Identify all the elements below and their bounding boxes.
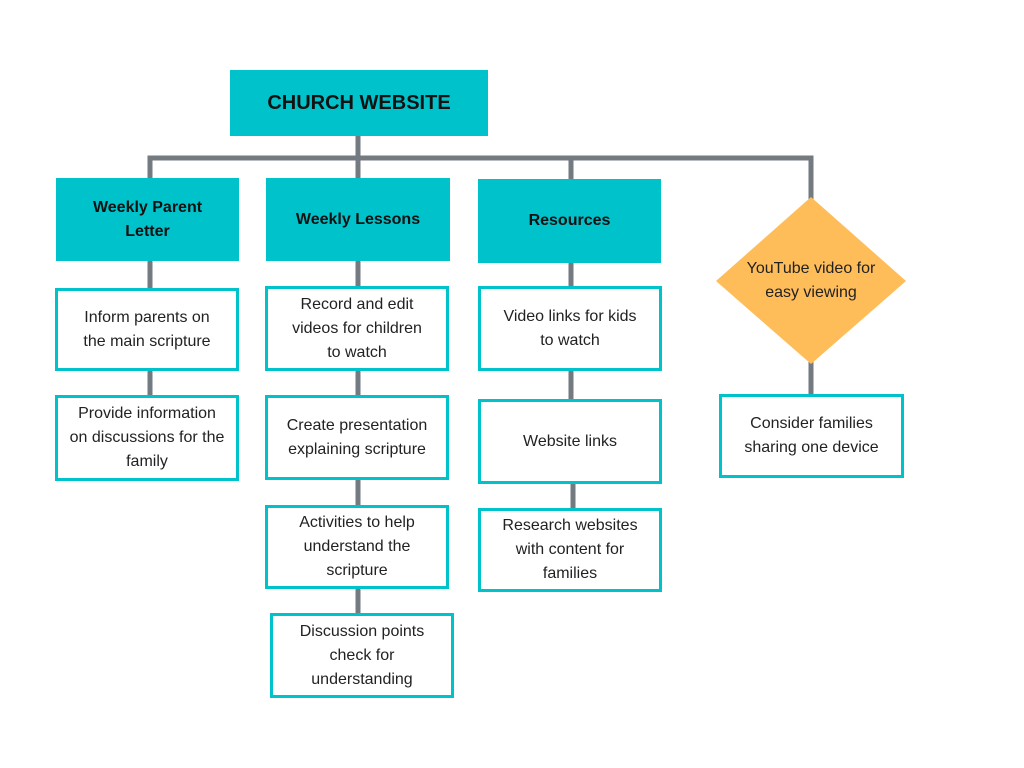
list-item: Activities to help understand the script… — [265, 505, 449, 589]
decision-text: YouTube video for easy viewing — [746, 260, 876, 301]
list-item-text: Record and edit videos for children to w… — [292, 295, 422, 361]
list-item-text: Website links — [523, 432, 617, 450]
list-item-text: Create presentation explaining scripture — [286, 416, 428, 458]
list-item-text: Provide information on discussions for t… — [69, 405, 225, 470]
list-item-text: Activities to help understand the script… — [299, 514, 415, 579]
root-label: CHURCH WEBSITE — [267, 92, 451, 114]
list-item: Video links for kids to watch — [478, 286, 662, 371]
column-header-weekly-lessons: Weekly Lessons — [266, 178, 450, 261]
list-item: Create presentation explaining scripture — [265, 395, 449, 480]
list-item: Record and edit videos for children to w… — [265, 286, 449, 371]
decision-label: YouTube video for easy viewing — [735, 250, 887, 312]
column-header-label: Weekly Parent Letter — [92, 198, 203, 240]
column-header-resources: Resources — [478, 179, 661, 263]
list-item: Provide information on discussions for t… — [55, 395, 239, 481]
list-item: Website links — [478, 399, 662, 484]
list-item-text: Consider families sharing one device — [744, 415, 879, 456]
root-node: CHURCH WEBSITE — [230, 70, 488, 136]
column-header-label: Resources — [528, 212, 611, 229]
list-item-text: Inform parents on the main scripture — [83, 308, 211, 350]
list-item: Research websites with content for famil… — [478, 508, 662, 592]
list-item: Consider families sharing one device — [719, 394, 904, 478]
column-header-parent-letter: Weekly Parent Letter — [56, 178, 239, 261]
list-item-text: Discussion points check for understandin… — [299, 622, 425, 688]
column-header-label: Weekly Lessons — [295, 210, 421, 228]
list-item: Discussion points check for understandin… — [270, 613, 454, 698]
decision-diamond — [716, 197, 906, 364]
list-item-text: Video links for kids to watch — [503, 307, 637, 349]
list-item-text: Research websites with content for famil… — [502, 517, 638, 582]
list-item: Inform parents on the main scripture — [55, 288, 239, 371]
